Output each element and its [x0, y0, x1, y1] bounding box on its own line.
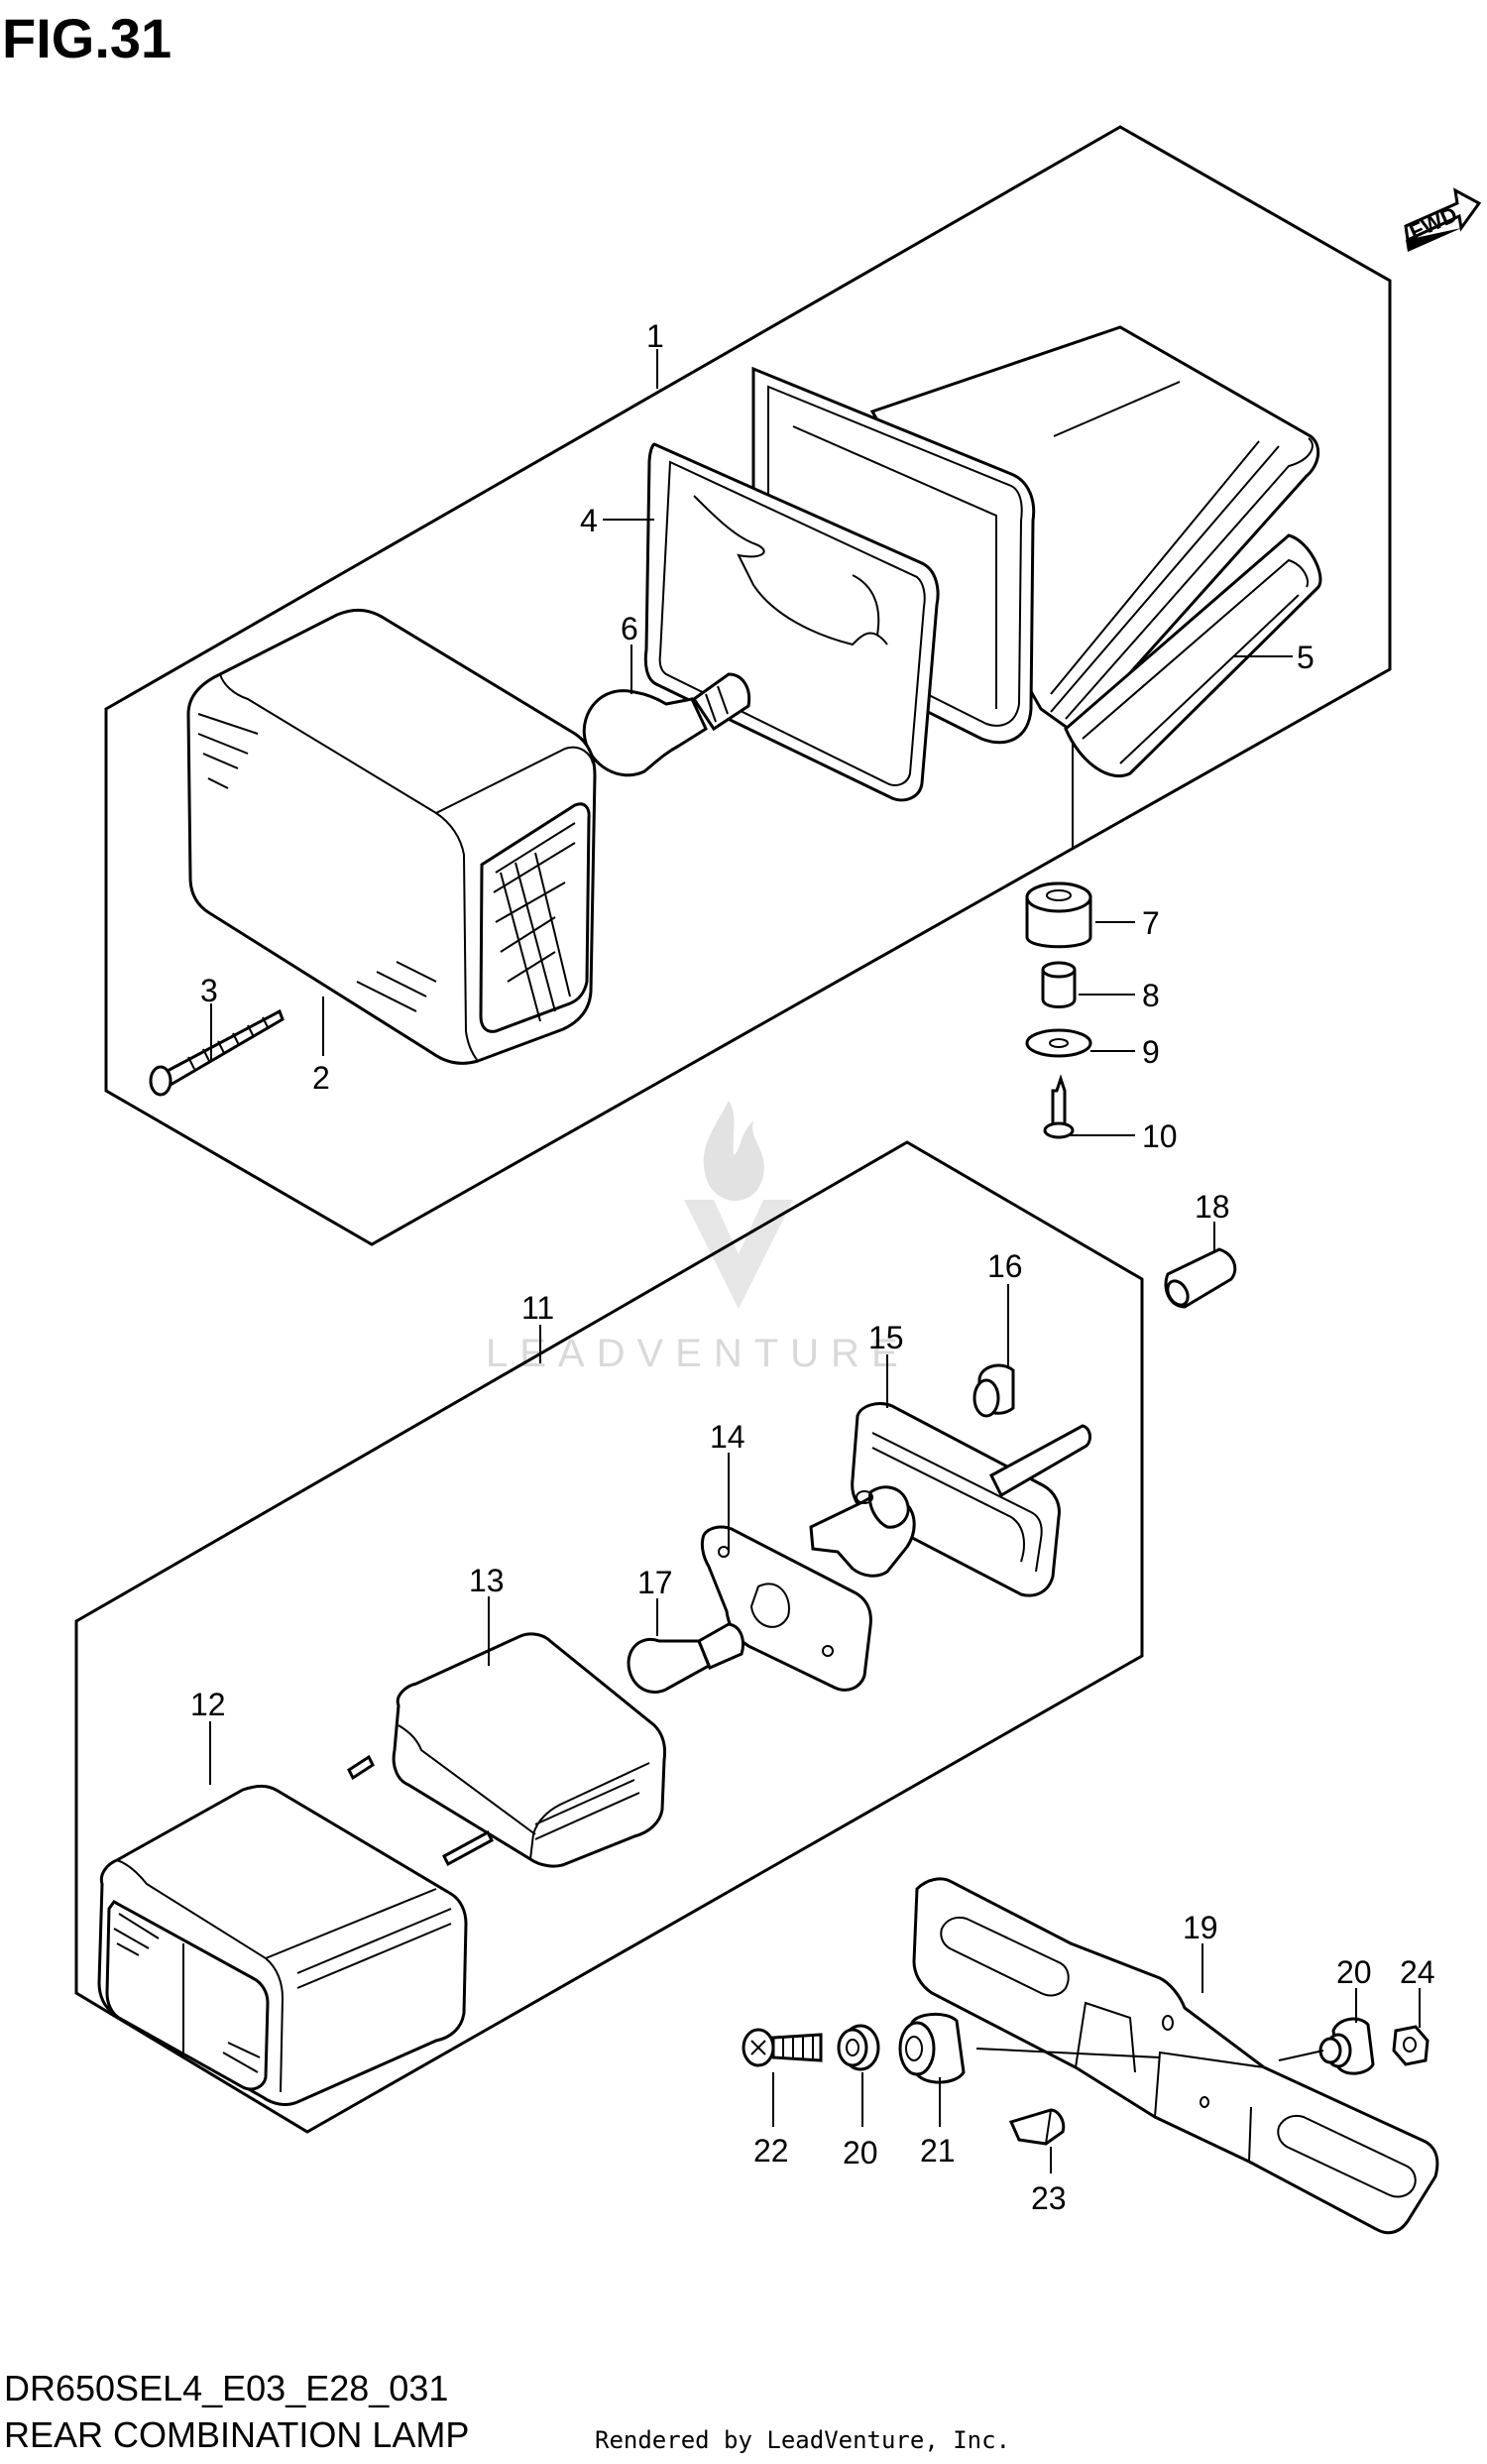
part-15-socket [809, 1402, 1091, 1597]
callout-24: 24 [1400, 1954, 1435, 1990]
callout-18: 18 [1195, 1189, 1230, 1225]
part-20-collar-right [1318, 2017, 1375, 2075]
assembly-name: REAR COMBINATION LAMP [4, 2414, 470, 2455]
callout-11: 11 [521, 1290, 554, 1326]
part-13-lens [392, 1632, 666, 1868]
figure-title: FIG.31 [2, 7, 172, 69]
assembly-box-upper [104, 125, 1392, 1246]
callout-14: 14 [710, 1419, 745, 1455]
part-2-lens [186, 608, 597, 1065]
watermark-text: LEADVENTURE [486, 1332, 910, 1375]
part-12-tail-lamp [97, 1754, 494, 2106]
callout-9: 9 [1142, 1034, 1160, 1070]
callout-21: 21 [920, 2133, 956, 2169]
callout-2: 2 [312, 1060, 330, 1096]
callout-7: 7 [1142, 905, 1160, 941]
part-14-plate [700, 1525, 872, 1692]
part-22-bolt [742, 2028, 823, 2067]
callouts: 1 2 3 4 5 6 7 8 9 10 11 12 13 14 15 16 1… [190, 318, 1435, 2216]
leader-lines [209, 349, 1421, 2173]
watermark: LEADVENTURE [486, 1101, 910, 1375]
callout-15: 15 [868, 1320, 904, 1355]
part-20-collar-left [837, 2024, 880, 2071]
callout-16: 16 [987, 1248, 1023, 1284]
callout-3: 3 [200, 973, 218, 1008]
callout-6: 6 [621, 611, 638, 646]
callout-19: 19 [1183, 1910, 1218, 1945]
part-16-grommet [972, 1363, 1015, 1418]
callout-8: 8 [1142, 978, 1160, 1013]
part-24-nut [1392, 2025, 1430, 2066]
callout-20-right: 20 [1336, 1954, 1372, 1990]
part-5-housing [869, 325, 1322, 778]
part-10-screw [1043, 1074, 1075, 1139]
callout-4: 4 [580, 503, 598, 538]
fwd-arrow-icon: FWD [1404, 187, 1482, 252]
callout-13: 13 [469, 1563, 505, 1598]
callout-12: 12 [190, 1687, 226, 1722]
callout-20-left: 20 [843, 2135, 878, 2171]
part-21-grommet [898, 2013, 966, 2084]
part-6-bulb [582, 672, 751, 777]
part-7-grommet [1025, 881, 1092, 949]
callout-5: 5 [1297, 640, 1315, 675]
part-23-fastener [1008, 2108, 1066, 2146]
part-3-screw [149, 1008, 285, 1097]
callout-10: 10 [1142, 1118, 1178, 1154]
rendered-by-credit: Rendered by LeadVenture, Inc. [595, 2426, 1011, 2454]
part-17-bulb [627, 1622, 744, 1694]
part-8-collar [1041, 961, 1077, 1008]
callout-17: 17 [637, 1565, 673, 1600]
part-9-washer [1025, 1028, 1092, 1058]
part-18-spacer [1164, 1247, 1237, 1309]
callout-23: 23 [1031, 2180, 1067, 2216]
part-19-bracket [912, 1877, 1439, 2235]
callout-1: 1 [646, 318, 664, 354]
model-code: DR650SEL4_E03_E28_031 [4, 2368, 449, 2408]
assembly-box-lower [74, 1140, 1144, 2134]
callout-22: 22 [753, 2133, 789, 2169]
